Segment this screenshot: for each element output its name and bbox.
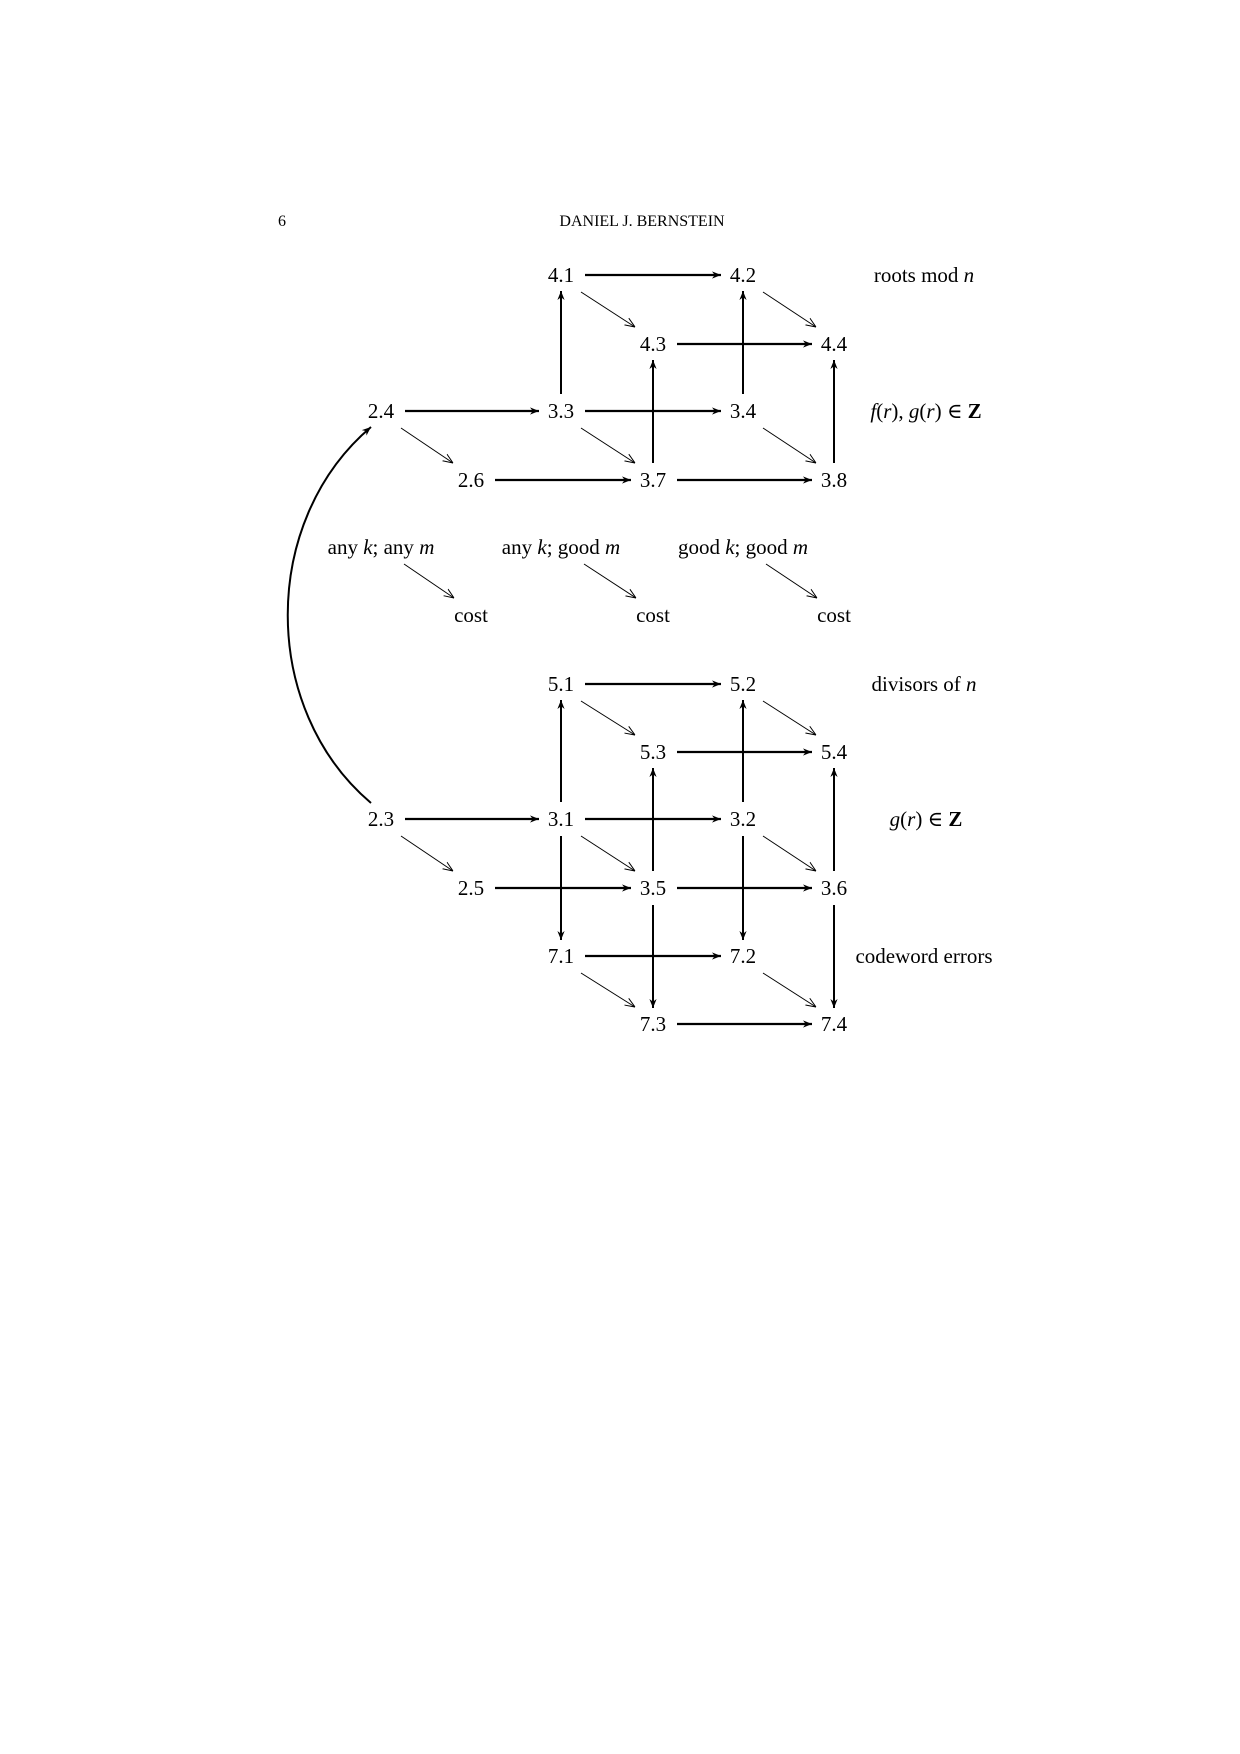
- arrow-4.2-to-4.4: [762, 291, 816, 327]
- arrow-4.1-to-4.3: [580, 291, 635, 327]
- legend-arrow-2: [583, 563, 636, 598]
- node-5-4: 5.4: [821, 740, 848, 764]
- node-4-4: 4.4: [821, 332, 848, 356]
- node-3-6: 3.6: [821, 876, 847, 900]
- legend-condition-1: any k; any m: [328, 535, 435, 559]
- legend-condition-3: good k; good m: [678, 535, 808, 559]
- curved-arrow-2.3-to-2.4: [286, 426, 372, 804]
- arrow-7.2-to-7.4: [762, 972, 816, 1007]
- node-5-2: 5.2: [730, 672, 756, 696]
- node-7-3: 7.3: [640, 1012, 666, 1036]
- node-4-1: 4.1: [548, 263, 574, 287]
- node-3-1: 3.1: [548, 807, 574, 831]
- arrow-2.4-to-2.6: [400, 427, 453, 463]
- legend-arrow-3: [765, 563, 817, 598]
- arrow-2.3-to-2.5: [400, 835, 453, 871]
- node-3-2: 3.2: [730, 807, 756, 831]
- row-label-f-g-in-Z: f(r), g(r) ∈ Z: [870, 399, 981, 423]
- node-3-3: 3.3: [548, 399, 574, 423]
- node-4-2: 4.2: [730, 263, 756, 287]
- node-4-3: 4.3: [640, 332, 666, 356]
- arrow-3.2-to-3.6: [762, 835, 816, 871]
- row-label-roots-mod-n: roots mod n: [874, 263, 974, 287]
- arrow-3.4-to-3.8: [762, 427, 816, 463]
- arrow-5.1-to-5.3: [580, 700, 635, 735]
- legend-target-2: cost: [636, 603, 670, 627]
- legend-condition-2: any k; good m: [502, 535, 620, 559]
- row-label-divisors-of-n: divisors of n: [872, 672, 977, 696]
- row-label-codeword-errors: codeword errors: [855, 944, 992, 968]
- node-2-5: 2.5: [458, 876, 484, 900]
- node-3-7: 3.7: [640, 468, 666, 492]
- node-3-8: 3.8: [821, 468, 847, 492]
- running-header: DANIEL J. BERNSTEIN: [559, 213, 725, 230]
- node-2-3: 2.3: [368, 807, 394, 831]
- node-2-4: 2.4: [368, 399, 395, 423]
- node-3-5: 3.5: [640, 876, 666, 900]
- legend-target-3: cost: [817, 603, 851, 627]
- node-2-6: 2.6: [458, 468, 484, 492]
- node-3-4: 3.4: [730, 399, 757, 423]
- arrow-7.1-to-7.3: [580, 972, 635, 1007]
- legend-target-1: cost: [454, 603, 488, 627]
- arrow-3.1-to-3.5: [580, 835, 635, 871]
- node-7-2: 7.2: [730, 944, 756, 968]
- node-5-1: 5.1: [548, 672, 574, 696]
- legend-arrow-1: [403, 563, 454, 598]
- node-7-1: 7.1: [548, 944, 574, 968]
- arrow-5.2-to-5.4: [762, 700, 816, 735]
- arrow-3.3-to-3.7: [580, 427, 635, 463]
- row-label-g-in-Z: g(r) ∈ Z: [890, 807, 963, 831]
- page-number: 6: [278, 213, 286, 230]
- node-5-3: 5.3: [640, 740, 666, 764]
- node-7-4: 7.4: [821, 1012, 848, 1036]
